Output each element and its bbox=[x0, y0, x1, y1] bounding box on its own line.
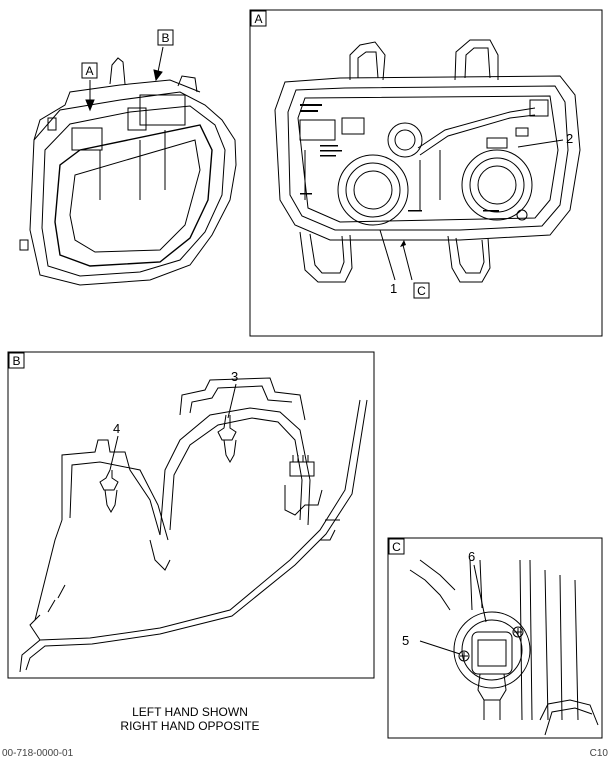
overview-arrows bbox=[85, 46, 164, 112]
view-c-frame bbox=[387, 537, 603, 739]
svg-text:5: 5 bbox=[402, 633, 409, 648]
housing-rear-view bbox=[274, 39, 581, 283]
svg-text:1: 1 bbox=[390, 281, 397, 296]
view-c-label-box: C bbox=[388, 538, 405, 555]
view-a-frame bbox=[249, 9, 603, 337]
svg-text:A: A bbox=[85, 64, 93, 78]
view-a-label-box: A bbox=[250, 10, 267, 27]
callout-5: 5 bbox=[402, 633, 461, 655]
view-b-label-box: B bbox=[8, 352, 25, 369]
svg-text:4: 4 bbox=[113, 421, 120, 436]
svg-text:6: 6 bbox=[468, 549, 475, 564]
callout-box-overview-a: A bbox=[81, 62, 98, 79]
svg-text:A: A bbox=[254, 12, 262, 26]
view-a-details bbox=[300, 104, 499, 212]
footer-sheet-code: C10 bbox=[589, 748, 608, 759]
callout-2: 2 bbox=[517, 131, 573, 148]
svg-text:B: B bbox=[12, 354, 20, 368]
svg-text:C: C bbox=[417, 284, 426, 298]
callout-6: 6 bbox=[468, 549, 487, 623]
caption-left-hand-shown: LEFT HAND SHOWN bbox=[132, 705, 248, 719]
socket-closeup bbox=[409, 559, 599, 736]
headlamp-overview bbox=[19, 57, 237, 286]
view-b-frame bbox=[7, 351, 375, 679]
housing-section-view bbox=[19, 377, 368, 673]
callout-box-section-c: C bbox=[400, 240, 430, 299]
svg-text:B: B bbox=[161, 31, 169, 45]
svg-text:2: 2 bbox=[566, 131, 573, 146]
svg-text:3: 3 bbox=[231, 369, 238, 384]
footer-drawing-number: 00-718-0000-01 bbox=[2, 748, 74, 759]
callout-4: 4 bbox=[109, 421, 120, 471]
svg-text:C: C bbox=[392, 540, 401, 554]
callout-3: 3 bbox=[227, 369, 238, 419]
callout-1: 1 bbox=[379, 229, 397, 296]
caption-right-hand-opposite: RIGHT HAND OPPOSITE bbox=[120, 719, 260, 733]
callout-box-overview-b: B bbox=[157, 29, 174, 46]
